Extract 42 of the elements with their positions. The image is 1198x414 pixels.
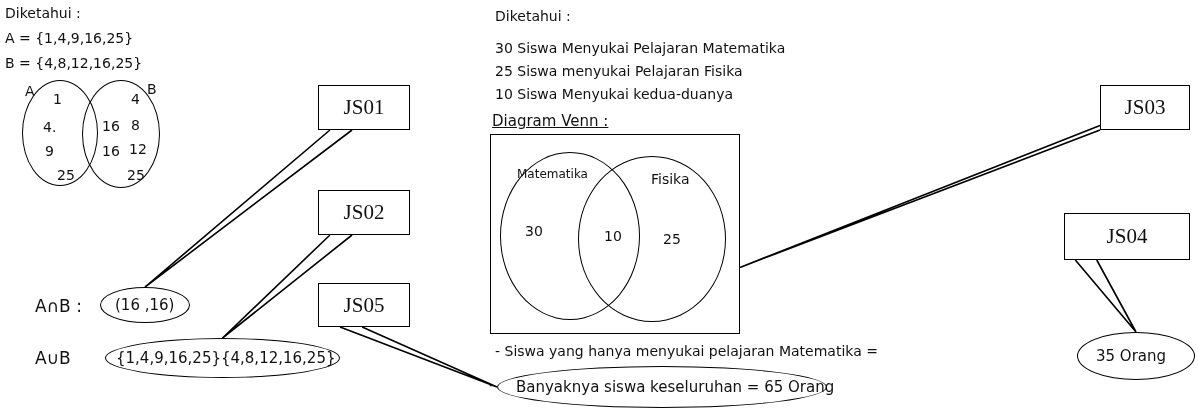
handwritten-text: 16	[102, 118, 120, 135]
handwritten-text: Banyaknya siswa keseluruhan = 65 Orang	[516, 378, 835, 396]
callout-pointer	[339, 326, 498, 388]
handwritten-text: 10	[604, 228, 622, 245]
handwritten-text: Diketahui :	[495, 8, 571, 25]
callout-box: JS05	[318, 283, 410, 327]
set-expression: A∩B :	[35, 296, 82, 317]
set-label: Fisika	[651, 171, 690, 188]
handwritten-text: 25	[663, 231, 681, 248]
callout-pointer	[1074, 259, 1137, 333]
handwritten-text: 16	[102, 143, 120, 160]
handwritten-text: (16 ,16)	[115, 296, 175, 314]
handwritten-text: 12	[129, 141, 147, 158]
callout-pointer	[221, 234, 353, 339]
diagram-heading: Diagram Venn :	[492, 112, 609, 130]
handwritten-text: B = {4,8,12,16,25}	[5, 55, 143, 72]
handwritten-text: 30 Siswa Menyukai Pelajaran Matematika	[495, 40, 786, 57]
handwritten-text: 9	[45, 143, 54, 160]
callout-pointer	[739, 124, 1101, 269]
handwritten-text: 10 Siswa Menyukai kedua-duanya	[495, 86, 733, 103]
handwritten-text: 35 Orang	[1096, 347, 1167, 365]
handwritten-text: 1	[53, 91, 62, 108]
handwritten-text: 25 Siswa menyukai Pelajaran Fisika	[495, 63, 743, 80]
callout-box: JS04	[1064, 213, 1190, 260]
set-label: B	[147, 81, 157, 98]
callout-box: JS03	[1100, 85, 1190, 130]
handwritten-text: {1,4,9,16,25}{4,8,12,16,25}	[116, 349, 336, 367]
callout-pointer	[144, 129, 353, 288]
handwritten-text: 4.	[43, 119, 57, 136]
handwritten-text: 30	[525, 223, 543, 240]
handwritten-text: 4	[131, 91, 140, 108]
set-label: A	[25, 83, 35, 100]
handwritten-text: -	[489, 377, 495, 394]
handwritten-text: A = {1,4,9,16,25}	[5, 30, 134, 47]
handwritten-text: 25	[127, 167, 145, 184]
callout-box: JS01	[318, 85, 410, 130]
handwritten-text: 8	[131, 117, 140, 134]
handwritten-text: 25	[57, 167, 75, 184]
set-expression: A∪B	[35, 348, 71, 369]
handwritten-text: - Siswa yang hanya menyukai pelajaran Matematika =	[495, 343, 878, 360]
handwritten-text: Diketahui :	[5, 5, 81, 22]
callout-box: JS02	[318, 190, 410, 235]
